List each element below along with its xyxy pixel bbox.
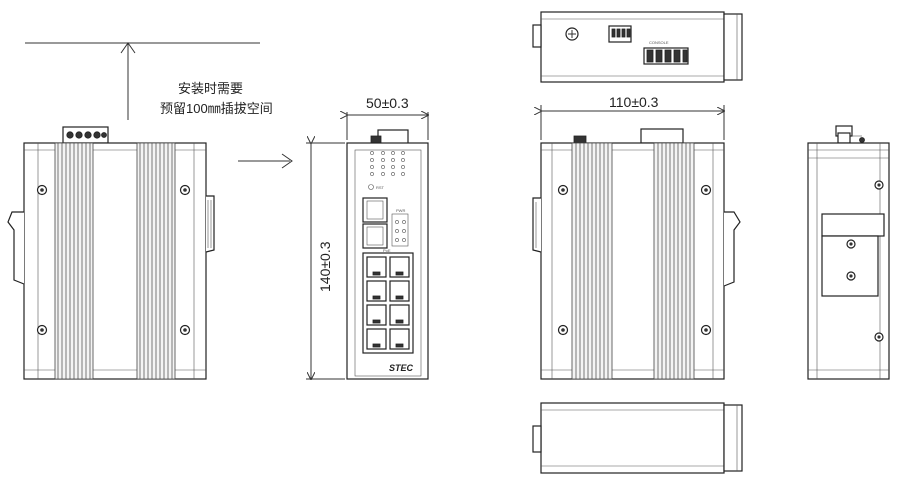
rst-label: RST (376, 185, 385, 190)
height-label: 140±0.3 (317, 241, 333, 292)
terminal-block (62, 126, 109, 144)
width-dimension: 50±0.3 (347, 95, 428, 140)
insertion-arrow (238, 153, 293, 169)
poe-label: PoE (383, 248, 391, 253)
front-view: 50±0.3 140±0.3 RST (306, 95, 428, 379)
right-top-connector (835, 125, 865, 144)
width-label: 50±0.3 (366, 95, 409, 111)
bottom-view (532, 402, 743, 474)
brand-logo: STEC (389, 363, 414, 373)
led-indicators (370, 151, 405, 176)
back-fins-left (571, 142, 613, 380)
right-side-view (807, 125, 890, 380)
left-side-view (7, 126, 215, 380)
clearance-annotation: 安装时需要 预留100㎜插拔空间 (25, 42, 273, 120)
clearance-arrow-head (120, 42, 136, 54)
top-view: CONSOLE (532, 11, 743, 83)
depth-label: 110±0.3 (609, 94, 659, 110)
right-side-screws (874, 180, 884, 342)
sfp-leds: PWR (391, 208, 409, 247)
din-rail-bracket (821, 213, 885, 297)
back-side-clips (532, 197, 741, 287)
cooling-fins-right (136, 142, 176, 380)
rj45-ports: PoE (362, 248, 414, 354)
clearance-note-line2: 预留100㎜插拔空间 (160, 101, 273, 116)
pwr-label: PWR (396, 208, 405, 213)
top-terminal-block: CONSOLE (643, 40, 689, 65)
mounting-screws (36, 184, 191, 336)
cooling-fins-left (54, 142, 94, 380)
back-fins-right (653, 142, 695, 380)
clearance-note-line1: 安装时需要 (178, 81, 243, 96)
back-screws (557, 184, 712, 336)
depth-dimension: 110±0.3 (541, 94, 724, 140)
back-view: 110±0.3 (532, 94, 741, 380)
din-rail-clip (7, 195, 215, 285)
sfp-ports (362, 197, 388, 249)
reset-button (368, 184, 374, 190)
front-top-connector (377, 129, 409, 145)
console-label: CONSOLE (649, 40, 669, 45)
height-dimension: 140±0.3 (306, 143, 345, 379)
dip-switch (608, 25, 632, 43)
